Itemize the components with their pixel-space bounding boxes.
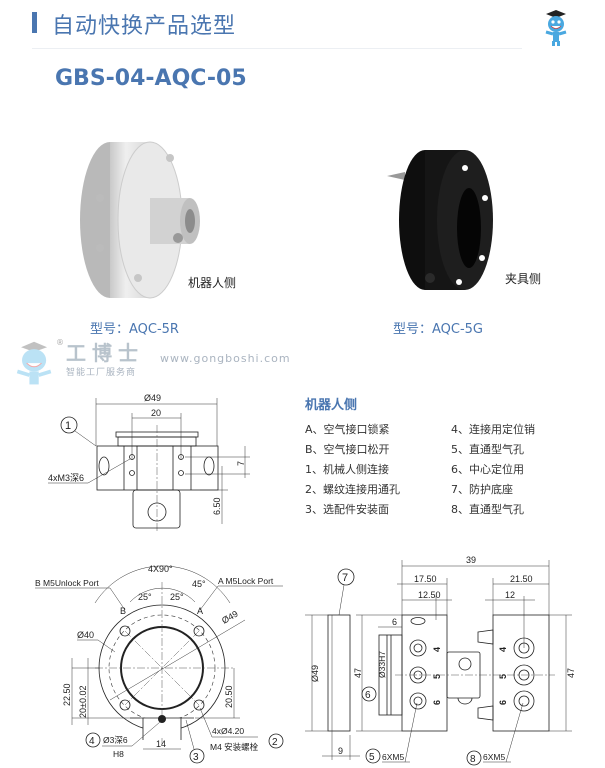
thread-label: 4xM3深6 <box>48 473 84 483</box>
bore-label: Ø33H7 <box>377 651 387 678</box>
dim-9: 9 <box>338 746 343 756</box>
callout-4: 4 <box>89 736 95 747</box>
side-view-drawing: 39 17.50 12.50 21.50 12 7 Ø49 9 47 6 6 Ø… <box>305 555 576 766</box>
dim-45deg: 45° <box>192 579 206 589</box>
dim-25deg-right: 25° <box>170 592 184 602</box>
dim-dia40: Ø40 <box>77 630 94 640</box>
dim-7: 7 <box>236 461 246 466</box>
callout-7: 7 <box>342 572 348 584</box>
dim-14: 14 <box>156 739 166 749</box>
legend-item: A、空气接口锁紧 <box>305 423 390 436</box>
legend-item: 4、连接用定位销 <box>451 423 535 436</box>
thread-8-label: 6XM5 <box>483 752 505 762</box>
title-divider <box>32 48 522 49</box>
port-5: 5 <box>432 674 442 679</box>
legend-item: 5、直通型气孔 <box>451 443 524 456</box>
dim-25deg-left: 25° <box>138 592 152 602</box>
pin-fit-label: H8 <box>113 749 124 759</box>
callout-1: 1 <box>65 420 71 432</box>
dim-650: 6.50 <box>212 497 222 515</box>
mascot-graduate-icon <box>545 10 567 46</box>
dim-20-tol: 20±0.02 <box>78 686 88 718</box>
legend-item: 7、防护底座 <box>451 483 513 496</box>
dim-1750: 17.50 <box>414 574 437 584</box>
legend-item: 8、直通型气孔 <box>451 503 524 516</box>
dim-4x90: 4X90° <box>148 564 173 574</box>
dim-39: 39 <box>466 555 476 565</box>
dim-20: 20 <box>151 408 161 418</box>
page-title: 自动快换产品选型 <box>52 14 237 39</box>
dim-6: 6 <box>392 617 397 627</box>
watermark-mascot-icon <box>16 341 52 385</box>
dim-2050: 20.50 <box>224 685 234 708</box>
dim-2150: 21.50 <box>510 574 533 584</box>
pin-label: Ø3深6 <box>103 735 128 745</box>
thread-5-label: 6XM5 <box>382 752 404 762</box>
port-6: 6 <box>432 700 442 705</box>
callout-5: 5 <box>369 752 375 763</box>
callout-6: 6 <box>365 690 371 701</box>
dim-2250: 22.50 <box>62 683 72 706</box>
legend-title: 机器人侧 <box>305 398 358 413</box>
legend-item: 6、中心定位用 <box>451 463 524 476</box>
mark-b: B <box>120 606 126 616</box>
port-5b: 5 <box>498 674 508 679</box>
watermark-site: www.gongboshi.com <box>160 352 291 365</box>
robot-side-product-image <box>80 141 200 299</box>
dim-1250: 12.50 <box>418 590 441 600</box>
top-view-drawing: 4X90° B M5Unlock Port A M5Lock Port 45° … <box>35 564 284 764</box>
port-a-label: A M5Lock Port <box>218 576 274 586</box>
front-view-drawing: Ø49 20 1 4xM3深6 7 6.50 <box>48 393 250 532</box>
legend-item: 3、选配件安装面 <box>305 503 389 516</box>
watermark-brand: 工博士 <box>66 341 144 365</box>
dim-47-left: 47 <box>353 668 363 678</box>
legend-item: B、空气接口松开 <box>305 443 390 456</box>
mark-a: A <box>197 606 203 616</box>
port-4: 4 <box>432 647 442 652</box>
dim-dia49: Ø49 <box>220 609 240 626</box>
callout-2: 2 <box>272 737 278 748</box>
callout-8: 8 <box>470 754 476 765</box>
holes-label: 4xØ4.20 <box>212 726 244 736</box>
dim-dia49: Ø49 <box>144 393 161 403</box>
callout-3: 3 <box>193 752 199 763</box>
legend-item: 2、螺纹连接用通孔 <box>305 483 400 496</box>
port-6b: 6 <box>498 700 508 705</box>
tool-side-product-image <box>387 150 493 290</box>
legend-item: 1、机械人侧连接 <box>305 463 389 476</box>
watermark-registered: ® <box>56 338 64 347</box>
port-4b: 4 <box>498 647 508 652</box>
port-b-label: B M5Unlock Port <box>35 578 99 588</box>
dim-dia49-side: Ø49 <box>310 665 320 682</box>
bolts-label: M4 安装螺栓 <box>210 742 259 752</box>
dim-47-right: 47 <box>566 668 576 678</box>
tool-side-type: 型号：AQC-5G <box>393 322 484 337</box>
watermark-slogan: 智能工厂服务商 <box>66 368 137 378</box>
robot-side-label: 机器人侧 <box>188 276 237 290</box>
dim-12: 12 <box>505 590 515 600</box>
tool-side-label: 夹具侧 <box>505 272 542 286</box>
title-accent-bar <box>32 12 37 33</box>
robot-side-type: 型号：AQC-5R <box>90 322 179 337</box>
product-model: GBS-04-AQC-05 <box>55 66 247 91</box>
